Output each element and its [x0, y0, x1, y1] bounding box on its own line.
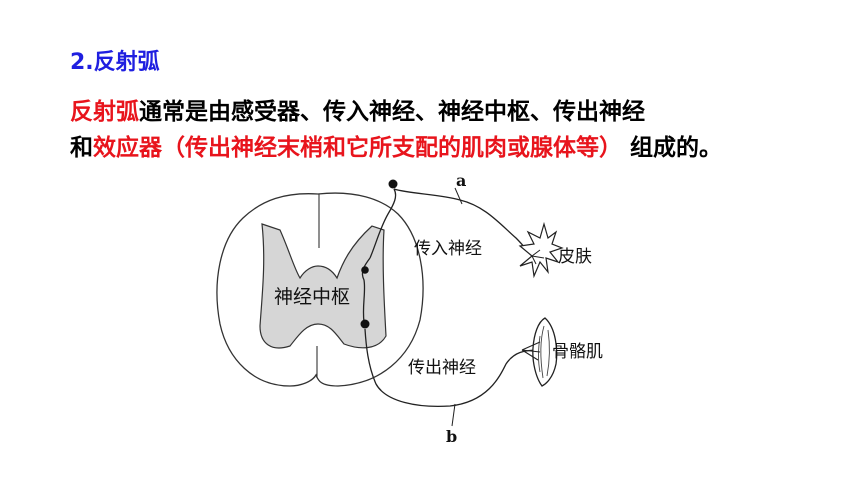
afferent-fiber-to-cord — [369, 188, 397, 259]
definition-text-1: 通常是由感受器、传入神经、神经中枢、传出神经 — [139, 99, 645, 125]
skeletal-muscle-icon — [532, 317, 558, 387]
term-effector: 效应器（传出神经末梢和它所支配的肌肉或腺体等） — [93, 135, 622, 161]
label-a-tick — [454, 187, 463, 205]
interneuron-fiber — [361, 257, 371, 323]
afferent-cell-body — [388, 179, 398, 189]
efferent-fiber — [364, 328, 541, 408]
efferent-cell-body — [360, 319, 370, 329]
afferent-nerve-label: 传入神经 — [414, 239, 482, 259]
muscle-fibers — [538, 325, 550, 379]
gray-matter — [259, 223, 387, 349]
synapse-upper — [361, 266, 369, 274]
skeletal-muscle-label: 骨骼肌 — [552, 342, 603, 362]
efferent-nerve-label: 传出神经 — [408, 358, 476, 378]
definition-paragraph: 反射弧通常是由感受器、传入神经、神经中枢、传出神经和效应器（传出神经末梢和它所支… — [70, 94, 820, 166]
definition-text-2: 和 — [70, 135, 93, 161]
definition-text-3: 组成的。 — [622, 135, 723, 161]
label-b: b — [446, 427, 457, 446]
label-b-tick — [451, 403, 456, 427]
skin-receptor-icon — [518, 221, 564, 279]
section-heading: 2.反射弧 — [70, 50, 160, 75]
term-reflex-arc: 反射弧 — [70, 99, 139, 125]
skin-receptor-inner — [531, 249, 545, 265]
motor-endings — [521, 341, 541, 361]
label-a: a — [456, 171, 466, 190]
skin-label: 皮肤 — [558, 247, 592, 267]
nerve-center-label: 神经中枢 — [274, 286, 350, 308]
